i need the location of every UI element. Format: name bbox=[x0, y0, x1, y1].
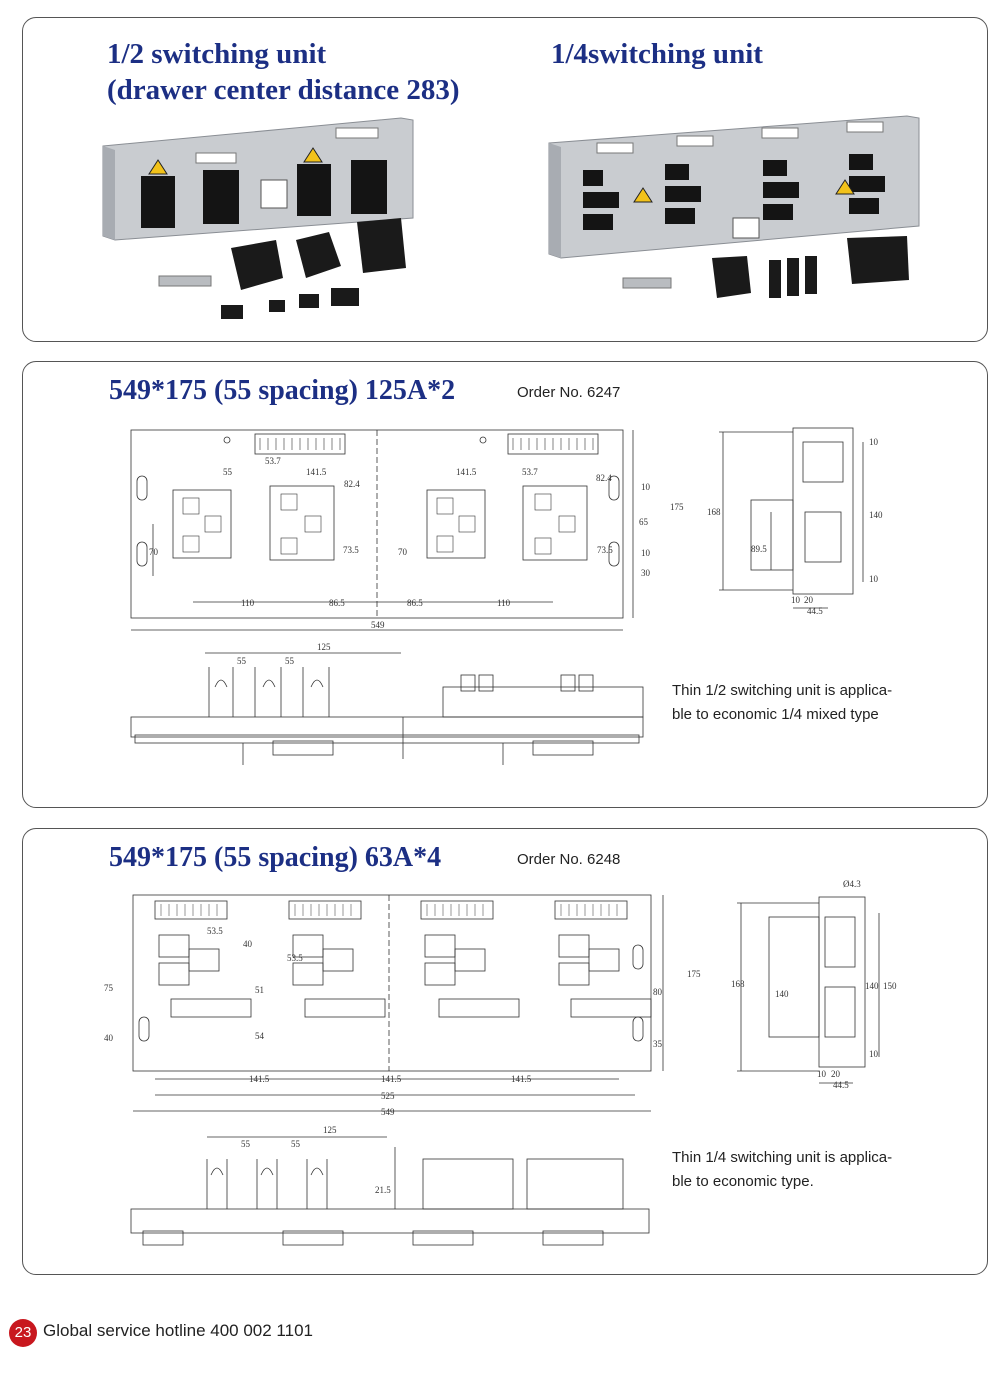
half-unit-title: 1/2 switching unit (drawer center distan… bbox=[107, 38, 460, 106]
front-view-drawing-125a bbox=[130, 429, 634, 631]
section-63a-order-number: Order No. 6248 bbox=[517, 851, 621, 868]
half-unit-photo bbox=[102, 117, 414, 319]
plan-view-drawing-63a bbox=[130, 1136, 650, 1246]
plan-view-drawing-125a bbox=[130, 652, 644, 765]
quarter-unit-photo bbox=[548, 115, 920, 298]
section-125a-panel: 549*175 (55 spacing) 125A*2 Order No. 62… bbox=[22, 361, 988, 808]
front-view-drawing-63a bbox=[132, 894, 664, 1112]
section-125a-title: 549*175 (55 spacing) 125A*2 bbox=[109, 375, 456, 406]
section-63a-note: Thin 1/4 switching unit is applica- ble … bbox=[672, 1149, 893, 1190]
side-view-drawing-125a bbox=[719, 427, 864, 609]
section-63a-panel: 549*175 (55 spacing) 63A*4 Order No. 624… bbox=[22, 828, 988, 1275]
quarter-unit-title: 1/4switching unit bbox=[551, 38, 763, 70]
service-hotline: Global service hotline 400 002 1101 bbox=[43, 1321, 313, 1340]
side-view-drawing-63a bbox=[737, 896, 880, 1084]
section-63a-title: 549*175 (55 spacing) 63A*4 bbox=[109, 842, 442, 873]
section-125a-order-number: Order No. 6247 bbox=[517, 384, 621, 401]
photos-panel: 1/2 switching unit (drawer center distan… bbox=[22, 17, 988, 342]
page-number-badge: 23 bbox=[9, 1319, 37, 1347]
section-125a-note: Thin 1/2 switching unit is applica- ble … bbox=[672, 682, 893, 723]
